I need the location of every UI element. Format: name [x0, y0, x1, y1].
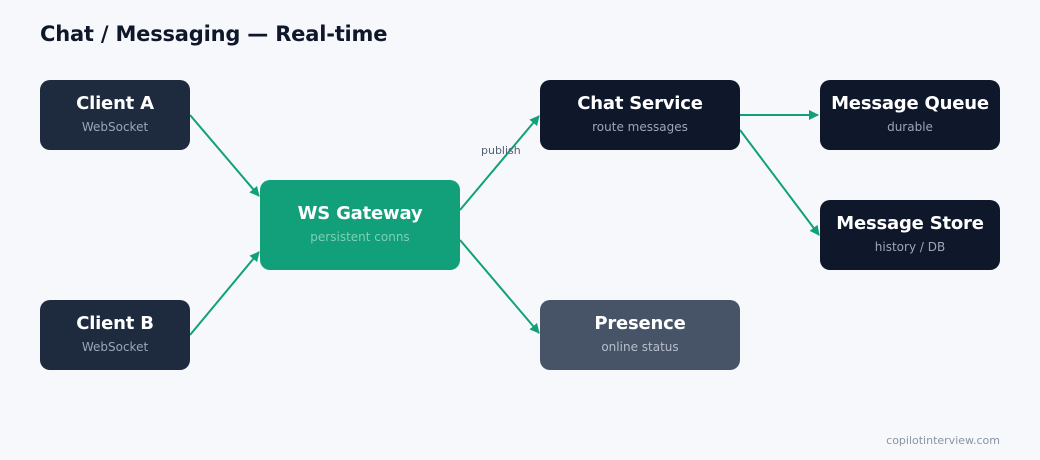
- node-message-queue: Message Queue durable: [820, 80, 1000, 150]
- node-presence: Presence online status: [540, 300, 740, 370]
- node-description: WebSocket: [81, 340, 149, 354]
- edge-chat-service-to-message-store: [739, 129, 820, 236]
- node-name: Message Queue: [831, 93, 989, 114]
- node-ws-gateway: WS Gateway persistent conns: [260, 180, 460, 270]
- node-name: Client B: [76, 313, 154, 334]
- node-description: online status: [601, 340, 679, 354]
- node-client-b: Client B WebSocket: [40, 300, 190, 370]
- node-name: WS Gateway: [297, 203, 423, 224]
- edge-ws-gateway-to-presence: [459, 239, 540, 334]
- node-name: Message Store: [836, 213, 984, 234]
- edge-client-b-to-ws-gateway: [189, 251, 260, 336]
- node-description: history / DB: [874, 240, 946, 254]
- edge-client-a-to-ws-gateway: [189, 114, 260, 197]
- node-description: route messages: [592, 120, 688, 134]
- node-client-a: Client A WebSocket: [40, 80, 190, 150]
- footer-credit: copilotinterview.com: [886, 434, 1000, 447]
- node-message-store: Message Store history / DB: [820, 200, 1000, 270]
- node-name: Presence: [594, 313, 686, 334]
- node-description: WebSocket: [81, 120, 149, 134]
- node-name: Client A: [76, 93, 154, 114]
- node-description: persistent conns: [310, 230, 410, 244]
- edge-label-publish: publish: [481, 144, 521, 157]
- node-chat-service: Chat Service route messages: [540, 80, 740, 150]
- diagram-title: Chat / Messaging — Real-time: [40, 22, 388, 46]
- node-description: durable: [887, 120, 933, 134]
- node-name: Chat Service: [577, 93, 703, 114]
- edge-ws-gateway-to-chat-service: [459, 115, 540, 211]
